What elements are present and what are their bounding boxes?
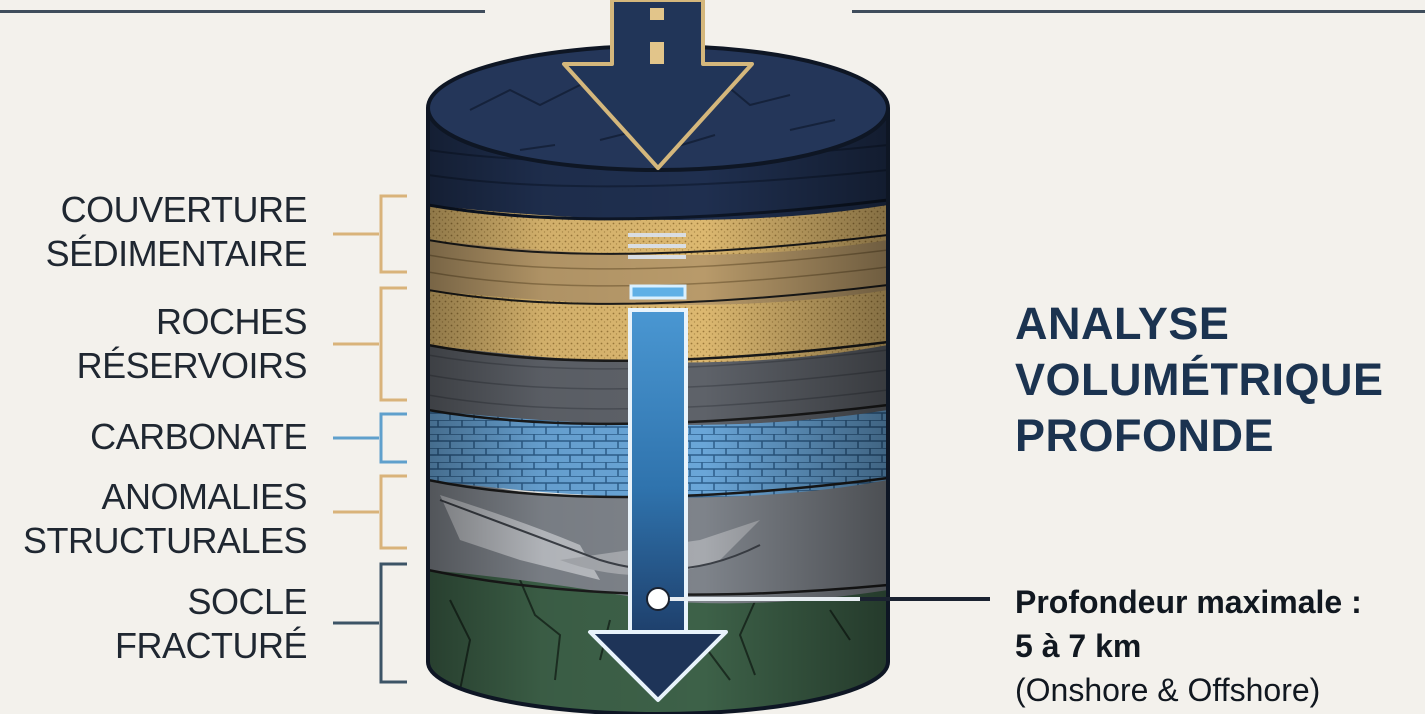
top-rule-left	[0, 10, 485, 13]
layer-label-anomalies: ANOMALIES STRUCTURALES	[22, 476, 308, 561]
depth-value: 5 à 7 km	[1015, 628, 1142, 664]
layer-label-couverture: COUVERTURE SÉDIMENTAIRE	[45, 189, 308, 274]
bracket-anomalies	[333, 474, 407, 550]
bracket-line	[333, 194, 407, 274]
top-rule-right	[852, 10, 1425, 13]
title-line-1: ANALYSE	[1015, 298, 1230, 349]
bracket-line	[333, 474, 407, 550]
bracket-line	[333, 562, 407, 684]
bracket-line	[333, 412, 407, 464]
bracket-couverture	[333, 194, 407, 274]
bracket-line	[333, 286, 407, 402]
bracket-roches	[333, 286, 407, 402]
bracket-carbonate	[333, 412, 407, 464]
section-title: ANALYSE VOLUMÉTRIQUE PROFONDE	[1015, 296, 1384, 464]
layer-label-carbonate: CARBONATE	[90, 416, 307, 457]
layer-label-socle: SOCLE FRACTURÉ	[115, 581, 308, 666]
layer-label-roches: ROCHES RÉSERVOIRS	[76, 301, 308, 386]
depth-note: Profondeur maximale : 5 à 7 km (Onshore …	[1015, 580, 1362, 712]
bracket-socle	[333, 562, 407, 684]
title-line-3: PROFONDE	[1015, 410, 1275, 461]
depth-scope: (Onshore & Offshore)	[1015, 672, 1321, 708]
title-line-2: VOLUMÉTRIQUE	[1015, 354, 1384, 405]
depth-label: Profondeur maximale :	[1015, 584, 1362, 620]
